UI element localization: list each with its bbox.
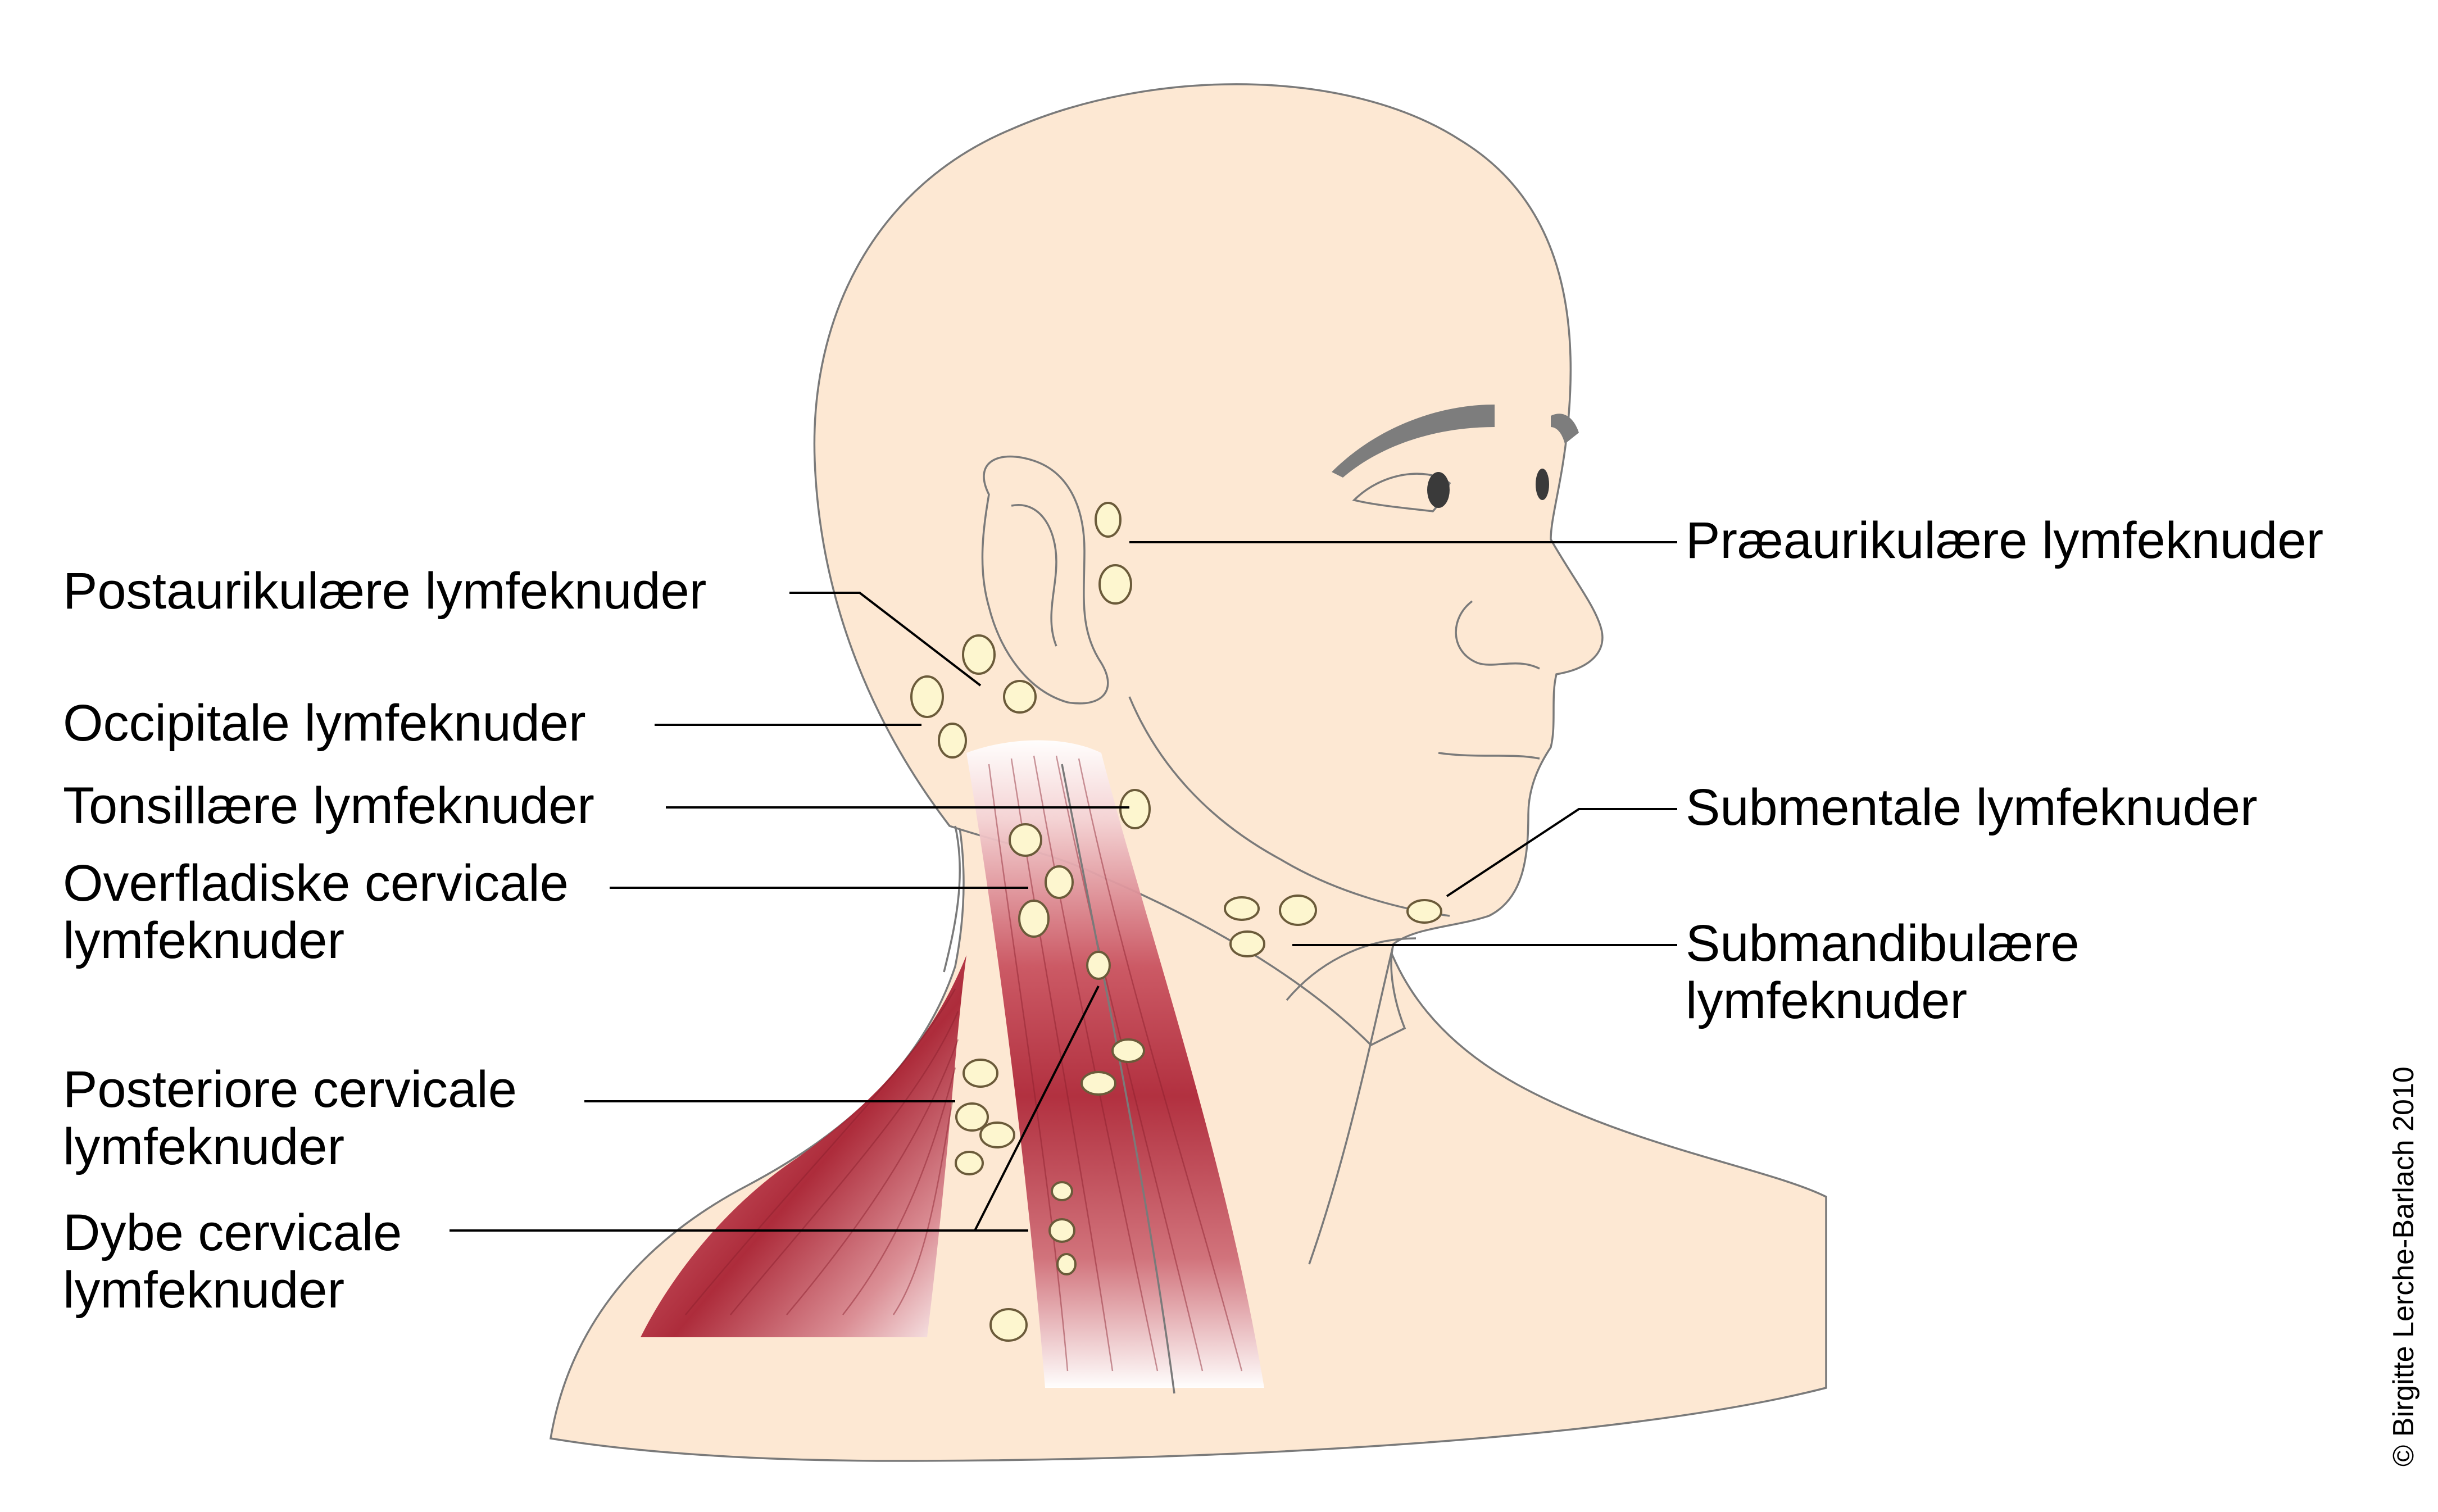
labels: Præaurikulære lymfeknuder Postaurikulære… [63, 512, 2323, 1319]
label-overfladiske-line1: Overfladiske cervicale [63, 855, 569, 912]
lymph-node-deep-cervical [1048, 1218, 1075, 1243]
label-dybe-line1: Dybe cervicale [63, 1204, 402, 1261]
eyebrow [1332, 405, 1495, 478]
trapezius-muscle [641, 955, 966, 1337]
label-overfladiske-line2: lymfeknuder [63, 912, 344, 969]
lymph-node-submandibular [1279, 895, 1317, 926]
lymph-node-postauricular [962, 634, 996, 675]
scm-edge [1061, 764, 1175, 1394]
lymph-node-posterior-cervical [979, 1121, 1015, 1148]
ear [981, 455, 1109, 705]
lymph-node-occipital [938, 723, 967, 759]
nose [1455, 600, 1540, 670]
lymph-node-superficial-cervical [1045, 865, 1074, 899]
head [813, 83, 1604, 1047]
lymph-node-preauricular [1098, 564, 1132, 605]
leader-postaurikulaere [789, 592, 982, 687]
lymph-node-submandibular [1229, 930, 1265, 957]
lymph-node-deep-cervical [1080, 1071, 1116, 1096]
label-tonsillaere: Tonsillære lymfeknuder [63, 777, 594, 834]
lymph-node-postauricular [1003, 680, 1037, 714]
label-dybe-line2: lymfeknuder [63, 1261, 344, 1319]
lymph-node-posterior-cervical [963, 1059, 998, 1088]
lymph-node-superficial-cervical [1018, 900, 1050, 938]
lymph-node-posterior-cervical [955, 1151, 984, 1175]
eyebrow-far [1551, 414, 1579, 444]
lymph-node-preauricular [1095, 502, 1122, 538]
label-submentale: Submentale lymfeknuder [1686, 779, 2258, 836]
label-posteriore-line2: lymfeknuder [63, 1118, 344, 1175]
copyright-notice: © Birgitte Lerche-Barlach 2010 [2387, 1066, 2420, 1466]
throat-line [1286, 937, 1417, 1001]
eye-far-icon [1536, 469, 1549, 500]
mouth [1438, 752, 1540, 760]
neck-back-line [943, 825, 961, 973]
lymph-node-deep-cervical [1086, 951, 1111, 980]
label-submandibulaere-line1: Submandibulære [1686, 915, 2080, 972]
lymph-node-tonsillar [1119, 789, 1151, 829]
lymph-node-posterior-cervical [955, 1102, 989, 1132]
lymph-node-superficial-cervical [1009, 823, 1042, 857]
leader-lines [450, 541, 1677, 1232]
lymph-node-deep-cervical [1111, 1038, 1145, 1063]
lymph-node-submental [1406, 899, 1442, 924]
jaw-line [1128, 696, 1450, 917]
neck-front-line [1308, 943, 1395, 1265]
label-posteriore-line1: Posteriore cervicale [63, 1061, 517, 1118]
lymph-nodes [910, 502, 1442, 1342]
lymph-node-occipital [910, 675, 944, 718]
lymph-node-submandibular [1224, 896, 1260, 921]
label-postaurikulaere: Postaurikulære lymfeknuder [63, 562, 706, 620]
label-submandibulaere-line2: lymfeknuder [1686, 972, 1967, 1029]
leader-submentale [1446, 808, 1677, 897]
label-occipitale: Occipitale lymfeknuder [63, 694, 586, 752]
leader-dybe-deep [974, 986, 1100, 1231]
lymph-node-deep-cervical [1051, 1181, 1073, 1201]
lymph-node-deep-cervical [1056, 1253, 1077, 1275]
label-praeaurikulaere: Præaurikulære lymfeknuder [1686, 512, 2323, 569]
ear-inner [1011, 504, 1057, 647]
lymph-node-deep-cervical [989, 1308, 1028, 1342]
eye-iris-icon [1427, 472, 1450, 508]
